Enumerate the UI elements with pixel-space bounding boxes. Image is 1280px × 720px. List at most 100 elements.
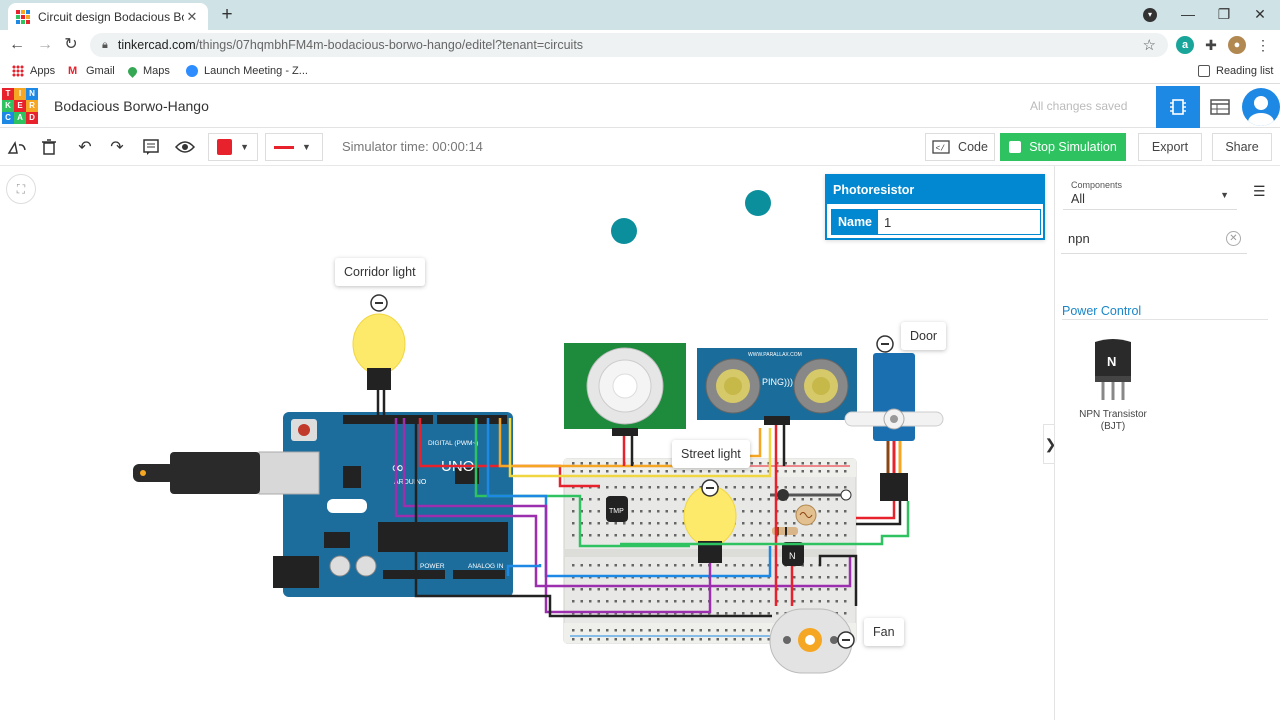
clear-search-icon[interactable]: ✕ (1226, 231, 1241, 246)
breadboard-hole (674, 510, 677, 513)
breadboard-hole (597, 564, 600, 567)
breadboard-hole (614, 638, 617, 641)
breadboard-hole (691, 564, 694, 567)
arduino-uno-board[interactable]: ∞ UNO ARDUINO DIGITAL (PWM~) ANALOG IN P… (133, 412, 513, 597)
temperature-sensor[interactable]: TMP (606, 496, 628, 522)
forward-icon[interactable]: → (37, 36, 53, 53)
breadboard-hole (665, 600, 668, 603)
street-light-label[interactable]: Street light (672, 440, 750, 468)
wire-endpoint[interactable] (745, 190, 771, 216)
reading-list[interactable]: Reading list (1198, 65, 1273, 77)
fan-label[interactable]: Fan (864, 618, 904, 646)
reload-icon[interactable]: ↻ (64, 36, 78, 53)
browser-menu-dot-icon[interactable]: ▾ (1143, 8, 1157, 22)
stop-simulation-button[interactable]: Stop Simulation (1000, 133, 1126, 161)
breadboard-hole (844, 612, 847, 615)
breadboard-hole (750, 638, 753, 641)
rotate-icon[interactable] (4, 134, 30, 160)
wire-color-picker[interactable]: ▼ (208, 133, 258, 161)
share-button[interactable]: Share (1212, 133, 1272, 161)
wire-endpoint[interactable] (611, 218, 637, 244)
breadboard-hole (759, 638, 762, 641)
extensions-puzzle-icon[interactable]: ✚ (1205, 37, 1217, 53)
component-list-view-button[interactable] (1198, 86, 1242, 128)
close-window-button[interactable]: ✕ (1254, 6, 1266, 22)
breadboard-hole (835, 462, 838, 465)
fit-view-icon[interactable]: ⛶ (6, 174, 36, 204)
collapse-panel-chevron-icon[interactable]: ❯ (1043, 424, 1057, 464)
bookmark-maps[interactable]: Maps (126, 64, 170, 78)
bookmark-star-icon[interactable]: ☆ (1142, 37, 1156, 54)
pir-sensor[interactable] (564, 343, 686, 436)
breadboard-hole (589, 638, 592, 641)
breadboard-hole (827, 576, 830, 579)
breadboard-hole (691, 629, 694, 632)
simulator-time: Simulator time: 00:00:14 (342, 139, 483, 154)
bookmark-zoom[interactable]: Launch Meeting - Z... (186, 65, 308, 77)
browser-tab[interactable]: Circuit design Bodacious Borwo- ✕ (8, 3, 208, 30)
breadboard-hole (597, 600, 600, 603)
url-field[interactable]: 🔒︎ tinkercad.com /things/07hqmbhFM4m-bod… (90, 33, 1168, 57)
breadboard-hole (597, 638, 600, 641)
breadboard-hole (725, 638, 728, 641)
search-input[interactable] (1061, 224, 1211, 252)
user-avatar[interactable] (1242, 88, 1280, 126)
servo-motor[interactable] (844, 353, 944, 501)
breadboard-hole (827, 470, 830, 473)
breadboard-hole (742, 498, 745, 501)
minimize-button[interactable]: — (1181, 6, 1195, 22)
visibility-eye-icon[interactable] (172, 134, 198, 160)
breadboard-hole (674, 629, 677, 632)
breadboard-hole (784, 576, 787, 579)
breadboard-hole (716, 612, 719, 615)
new-tab-button[interactable]: + (221, 4, 233, 25)
photoresistor[interactable] (795, 504, 817, 526)
breadboard-hole (682, 564, 685, 567)
street-light-bulb[interactable] (683, 479, 737, 563)
back-icon[interactable]: ← (9, 36, 25, 53)
breadboard-hole (742, 564, 745, 567)
extension-a-icon[interactable]: a (1176, 36, 1194, 54)
tab-close-icon[interactable]: ✕ (186, 8, 198, 24)
inspector-name-input[interactable]: 1 (884, 215, 892, 230)
part-name: NPN Transistor (BJT) (1079, 409, 1147, 432)
ultrasonic-ping-sensor[interactable]: PING))) WWW.PARALLAX.COM (697, 348, 857, 425)
notes-icon[interactable] (138, 134, 164, 160)
tinkercad-logo[interactable]: T I N K E R C A D (2, 88, 38, 124)
redo-icon[interactable]: ↷ (110, 139, 124, 156)
breadboard-hole (665, 522, 668, 525)
design-title[interactable]: Bodacious Borwo-Hango (54, 98, 209, 114)
circuit-view-button[interactable] (1156, 86, 1200, 128)
browser-menu-icon[interactable]: ⋮ (1256, 37, 1270, 53)
breadboard-hole (665, 588, 668, 591)
breadboard-hole (623, 638, 626, 641)
list-view-icon[interactable]: ☰ (1253, 183, 1266, 199)
npn-transistor[interactable]: N (782, 542, 804, 566)
door-label[interactable]: Door (901, 322, 947, 350)
resistor[interactable] (772, 527, 798, 535)
undo-icon[interactable]: ↶ (78, 139, 92, 156)
breadboard-hole (708, 470, 711, 473)
maximize-button[interactable]: ❐ (1217, 6, 1231, 22)
breadboard-hole (844, 470, 847, 473)
code-button-label: Code (958, 140, 988, 154)
circuit-canvas[interactable]: ⛶ (0, 166, 1054, 720)
code-button[interactable]: </ Code (925, 133, 995, 161)
bookmark-label: Gmail (86, 65, 115, 77)
breadboard-hole (733, 470, 736, 473)
components-dropdown[interactable]: Components All ▼ (1063, 174, 1237, 210)
delete-icon[interactable] (36, 134, 62, 160)
part-npn-transistor[interactable]: N NPN Transistor (BJT) (1069, 338, 1157, 433)
bookmark-apps[interactable]: Apps (12, 65, 55, 77)
export-button[interactable]: Export (1138, 133, 1202, 161)
breadboard-hole (614, 462, 617, 465)
bookmark-gmail[interactable]: M Gmail (68, 65, 115, 77)
corridor-light-bulb[interactable] (352, 294, 406, 390)
breadboard-hole (750, 534, 753, 537)
wire-type-picker[interactable]: ▼ (265, 133, 323, 161)
dc-motor-fan[interactable] (769, 608, 855, 674)
components-panel: Components All ▼ ☰ ✕ Power Control N NPN… (1054, 166, 1280, 720)
corridor-light-label[interactable]: Corridor light (335, 258, 425, 286)
potentiometer-slider[interactable] (770, 489, 852, 501)
profile-avatar-icon[interactable]: ● (1228, 36, 1246, 54)
